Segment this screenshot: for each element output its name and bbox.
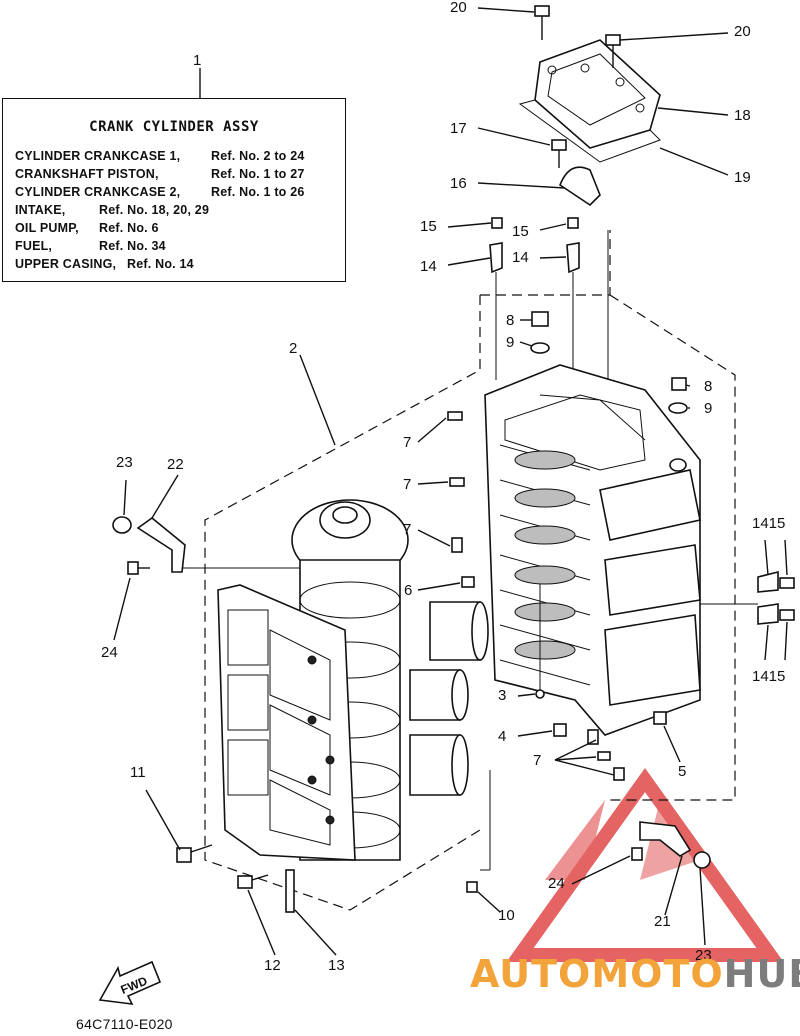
callout-6: 6 <box>404 582 413 599</box>
legend-row: CYLINDER CRANKCASE 1, Ref. No. 2 to 24 <box>15 149 305 163</box>
callout-16: 16 <box>450 175 467 192</box>
callout-7: 7 <box>403 434 412 451</box>
callout-1415: 1415 <box>752 515 786 532</box>
callout-12: 12 <box>264 957 281 974</box>
crankcase-cover <box>217 584 356 861</box>
bolt-11-icon <box>176 844 213 863</box>
callout-9: 9 <box>506 334 515 351</box>
bolt-12-icon <box>237 874 269 889</box>
callout-13: 13 <box>328 957 345 974</box>
callout-4: 4 <box>498 728 507 745</box>
pistons <box>409 601 489 796</box>
dowel-23-icon <box>112 516 132 534</box>
assembly-outlines <box>204 230 736 911</box>
legend-row: OIL PUMP, Ref. No. 6 <box>15 221 159 235</box>
callout-3: 3 <box>498 687 507 704</box>
callout-22: 22 <box>167 456 184 473</box>
callout-24: 24 <box>101 644 118 661</box>
legend-row: CRANKSHAFT PISTON, Ref. No. 1 to 27 <box>15 167 305 181</box>
callout-20: 20 <box>734 23 751 40</box>
bracket-21-icon <box>631 821 692 861</box>
bracket-14-icon <box>489 242 580 380</box>
fitting-5-icon <box>653 711 667 725</box>
stud-13-icon <box>285 869 295 913</box>
fitting-6-icon <box>461 576 475 588</box>
callout-23: 23 <box>116 454 133 471</box>
callout-15: 15 <box>512 223 529 240</box>
fwd-arrow-icon: FWD <box>98 960 162 1005</box>
legend-box: CRANK CYLINDER ASSY CYLINDER CRANKCASE 1… <box>2 98 346 282</box>
watermark-part2: HUB <box>723 952 800 996</box>
callout-23: 23 <box>695 947 712 964</box>
callout-1: 1 <box>193 52 202 69</box>
plug-8-icon <box>531 311 687 391</box>
callout-2: 2 <box>289 340 298 357</box>
callout-8: 8 <box>506 312 515 329</box>
screw-1415-icon <box>700 570 795 625</box>
callout-7: 7 <box>403 521 412 538</box>
callout-7: 7 <box>533 752 542 769</box>
callout-17: 17 <box>450 120 467 137</box>
dowel-23b-icon <box>693 851 711 869</box>
fitting-4-icon <box>553 723 567 737</box>
bolt-20-icon <box>534 5 621 68</box>
bolt-17-icon <box>551 139 567 168</box>
callout-8: 8 <box>704 378 713 395</box>
bracket-22-icon <box>136 516 186 573</box>
clip-16-icon <box>559 166 601 207</box>
intake-cover <box>518 39 661 163</box>
watermark-logo-icon <box>506 767 784 962</box>
callout-11: 11 <box>130 764 146 781</box>
callout-18: 18 <box>734 107 751 124</box>
callout-10: 10 <box>498 907 515 924</box>
legend-row: CYLINDER CRANKCASE 2, Ref. No. 1 to 26 <box>15 185 305 199</box>
callout-5: 5 <box>678 763 687 780</box>
fitting-7-icon <box>447 411 625 781</box>
legend-row: INTAKE, Ref. No. 18, 20, 29 <box>15 203 210 217</box>
watermark-brand: AUTOMOTOHUB <box>470 952 800 996</box>
callout-14: 14 <box>512 249 529 266</box>
fitting-3-icon <box>535 584 545 699</box>
callout-15: 15 <box>420 218 437 235</box>
legend-title: CRANK CYLINDER ASSY <box>89 119 259 135</box>
callout-1415: 1415 <box>752 668 786 685</box>
cylinder-crankcase-block <box>484 364 701 736</box>
callout-21: 21 <box>654 913 671 930</box>
washer-9-icon <box>530 342 688 414</box>
callout-9: 9 <box>704 400 713 417</box>
legend-row: FUEL, Ref. No. 34 <box>15 239 166 253</box>
drawing-code: 64C7110-E020 <box>76 1016 173 1032</box>
callout-leaders <box>113 7 788 956</box>
callout-14: 14 <box>420 258 437 275</box>
legend-row: UPPER CASING, Ref. No. 14 <box>15 257 194 271</box>
callout-7: 7 <box>403 476 412 493</box>
screw-15-icon <box>491 217 579 229</box>
callout-24: 24 <box>548 875 565 892</box>
callout-19: 19 <box>734 169 751 186</box>
fitting-10-icon <box>466 770 491 893</box>
callout-20: 20 <box>450 0 467 16</box>
bolt-24-icon <box>127 561 150 575</box>
watermark-part1: AUTOMOTO <box>470 952 724 996</box>
